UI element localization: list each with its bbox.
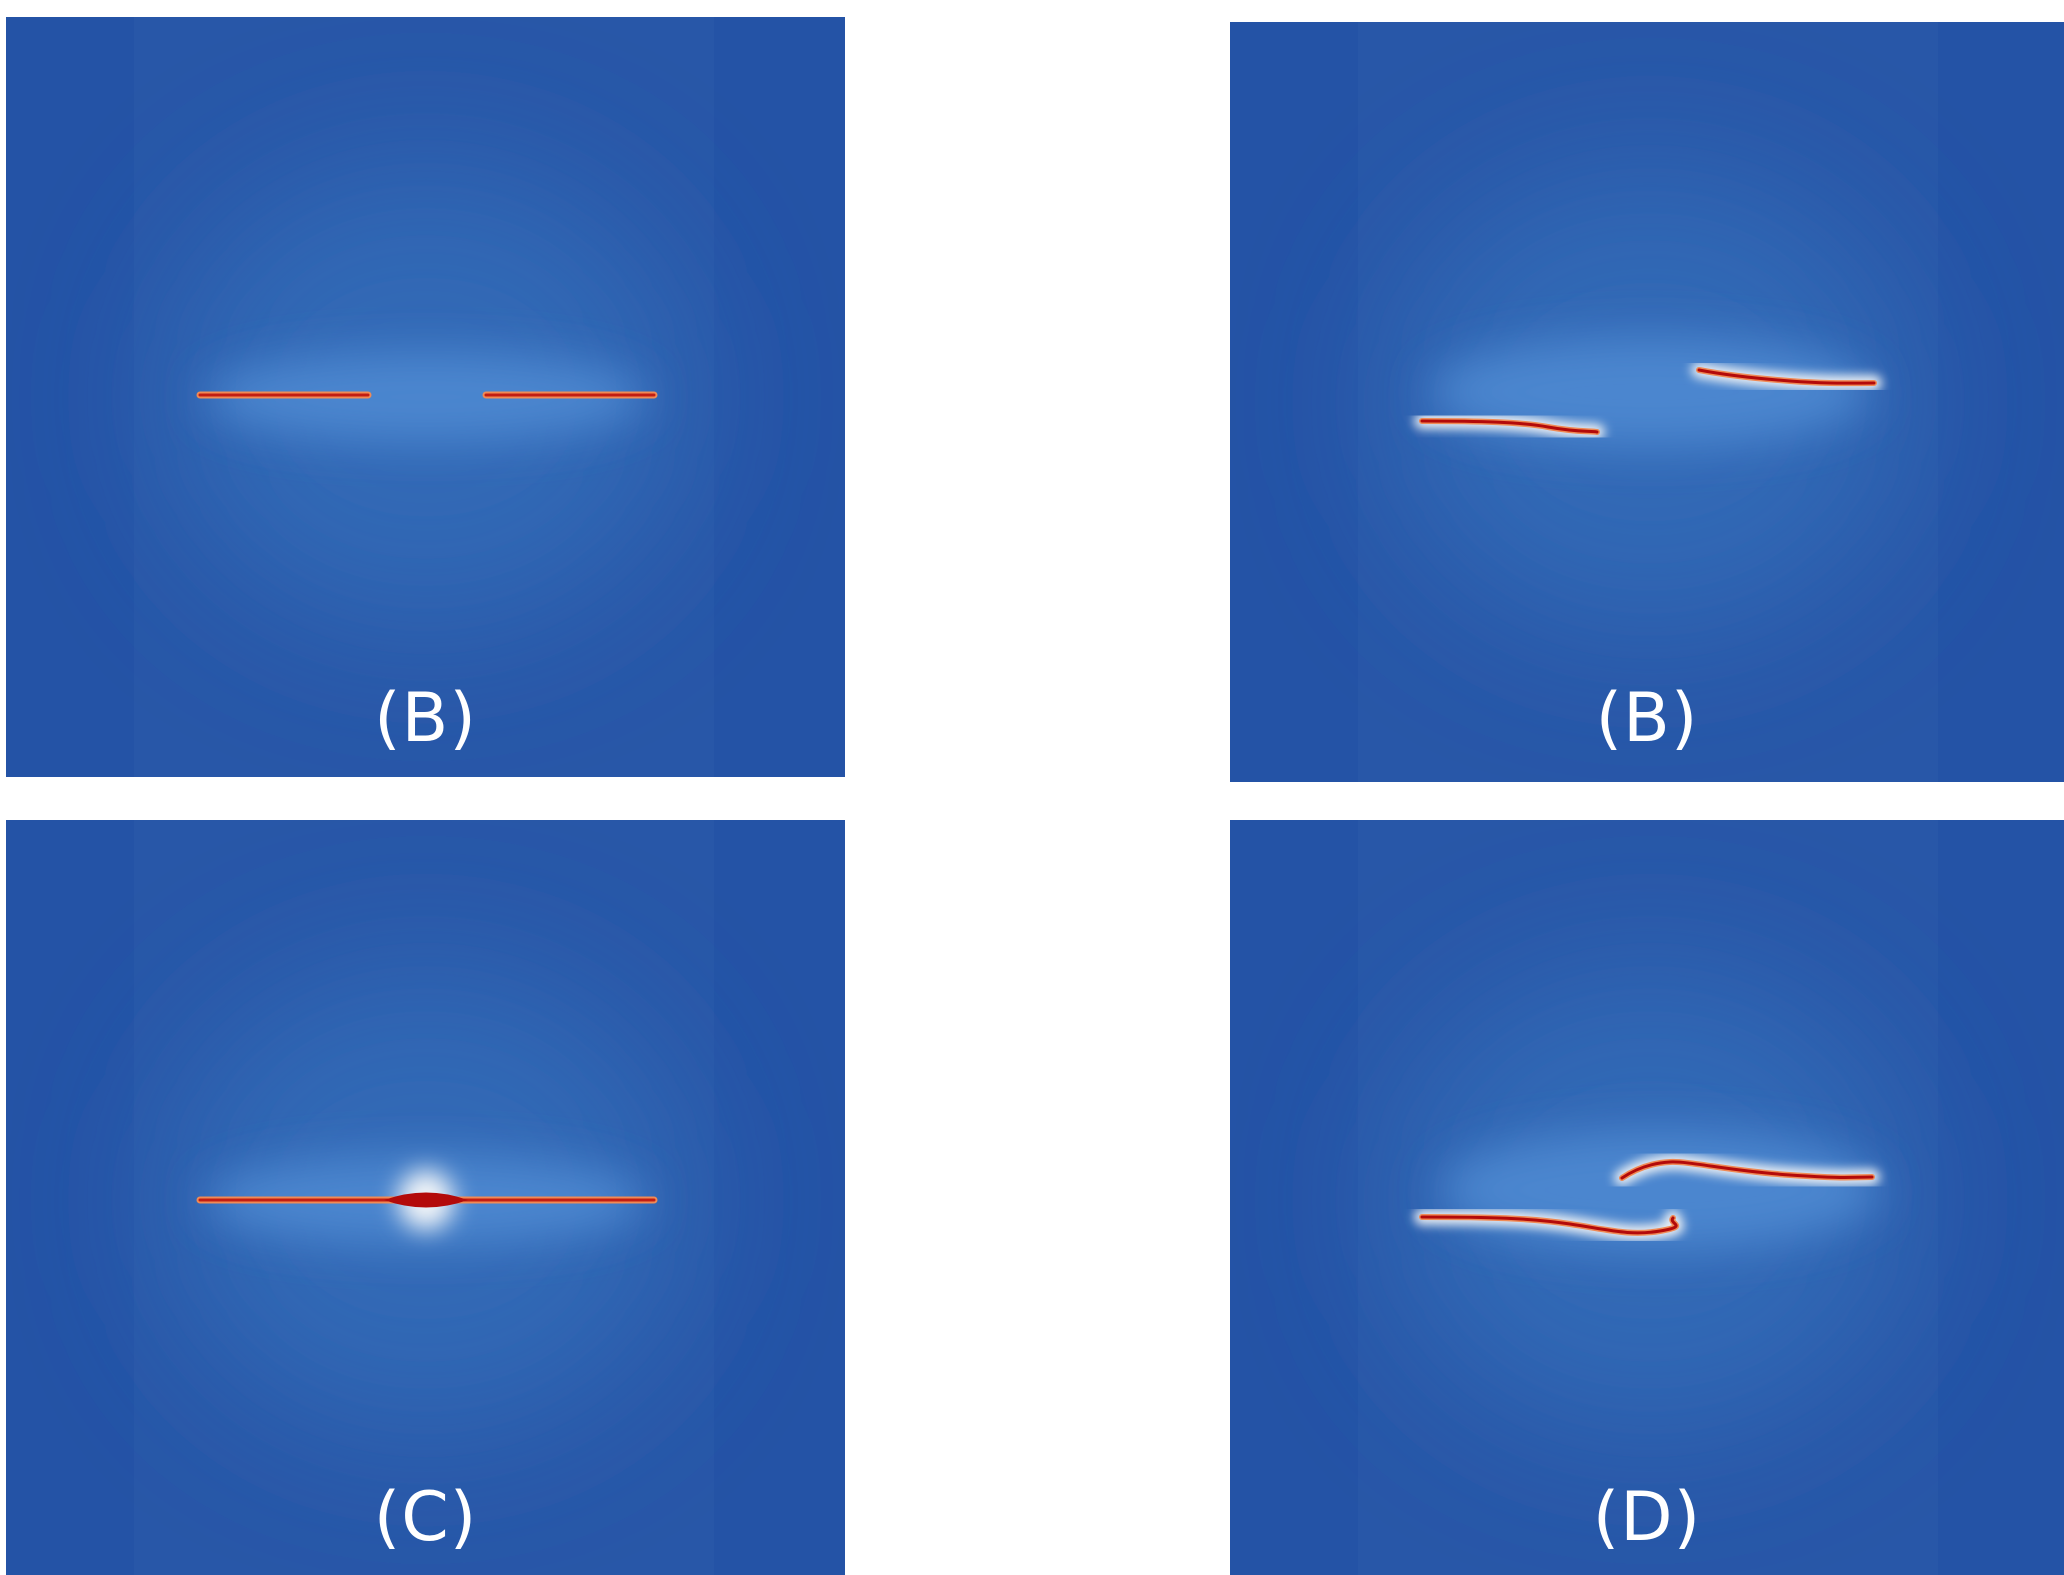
phase-field-image bbox=[134, 17, 714, 777]
field-glow-inner bbox=[1430, 337, 1870, 447]
phase-field-image bbox=[1358, 22, 1938, 782]
panel-label: (C) bbox=[373, 1478, 478, 1557]
crack-right bbox=[1614, 1153, 1880, 1186]
field-glow-inner bbox=[206, 352, 646, 442]
phase-field-image bbox=[134, 820, 714, 1575]
crack-junction bbox=[384, 1192, 468, 1208]
crack-left bbox=[1414, 413, 1605, 440]
panel-label: (D) bbox=[1592, 1478, 1702, 1557]
crack-merged bbox=[192, 1192, 662, 1208]
panel-label: (B) bbox=[1595, 679, 1699, 758]
phase-field-panel-bottom-right: (D) bbox=[1230, 820, 2064, 1575]
panel-label: (B) bbox=[374, 679, 477, 758]
phase-field-panel-top-left: (B) bbox=[6, 17, 845, 777]
crack-right bbox=[1691, 362, 1882, 392]
phase-field-panel-top-right: (B) bbox=[1230, 22, 2064, 782]
crack-left bbox=[1414, 1209, 1684, 1241]
phase-field-panel-bottom-left: (C) bbox=[6, 820, 845, 1575]
phase-field-image bbox=[1358, 820, 1938, 1575]
